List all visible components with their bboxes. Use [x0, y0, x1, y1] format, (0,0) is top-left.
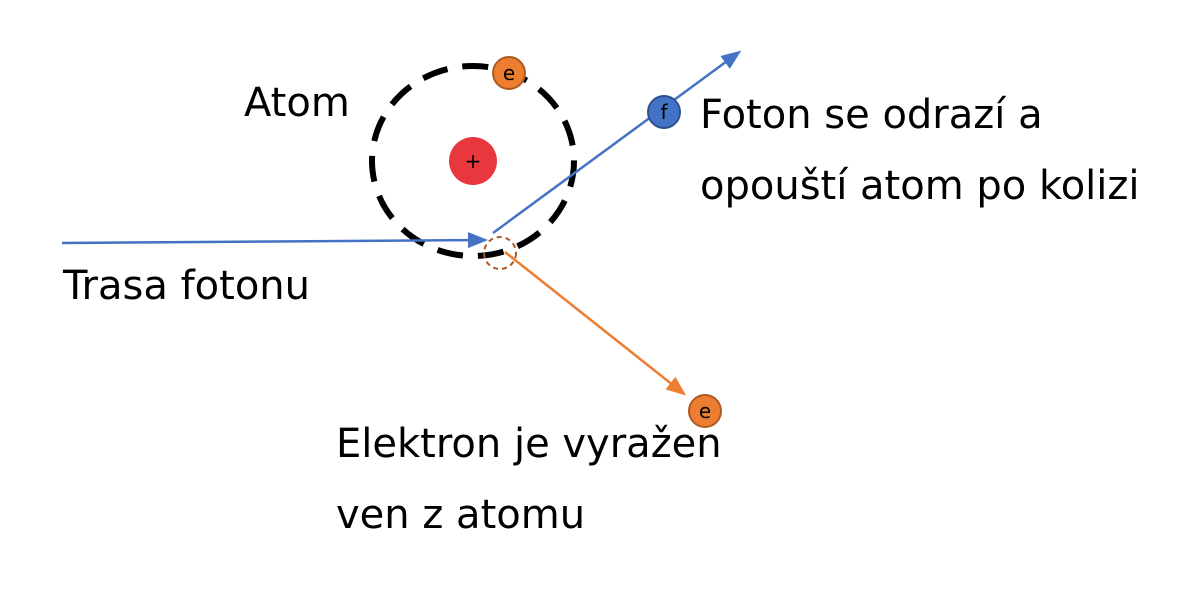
- photon-result-label-line1: Foton se odrazí a: [700, 92, 1043, 138]
- orbit-electron: [492, 56, 526, 90]
- electron-result-label-line1: Elektron je vyražen: [336, 421, 722, 467]
- ejected-electron-path: [504, 251, 687, 396]
- incoming-photon-path: [61, 232, 488, 249]
- orbit-electron-symbol: e: [503, 61, 515, 85]
- scattered-photon-path: [492, 50, 742, 235]
- electron-result-label-line2: ven z atomu: [336, 492, 586, 538]
- nucleus-symbol: +: [465, 149, 482, 173]
- atom-label: Atom: [244, 80, 350, 126]
- ejected-electron-symbol: e: [699, 399, 711, 423]
- atom-orbit: [369, 63, 577, 259]
- nucleus: [449, 137, 497, 185]
- collision-point-marker: [483, 236, 517, 270]
- ejected-electron: [688, 394, 722, 428]
- photon-symbol: f: [660, 100, 668, 124]
- photon-result-label-line2: opouští atom po kolizi: [700, 163, 1140, 209]
- photon-particle: [647, 95, 681, 129]
- photon-path-label: Trasa fotonu: [63, 263, 310, 309]
